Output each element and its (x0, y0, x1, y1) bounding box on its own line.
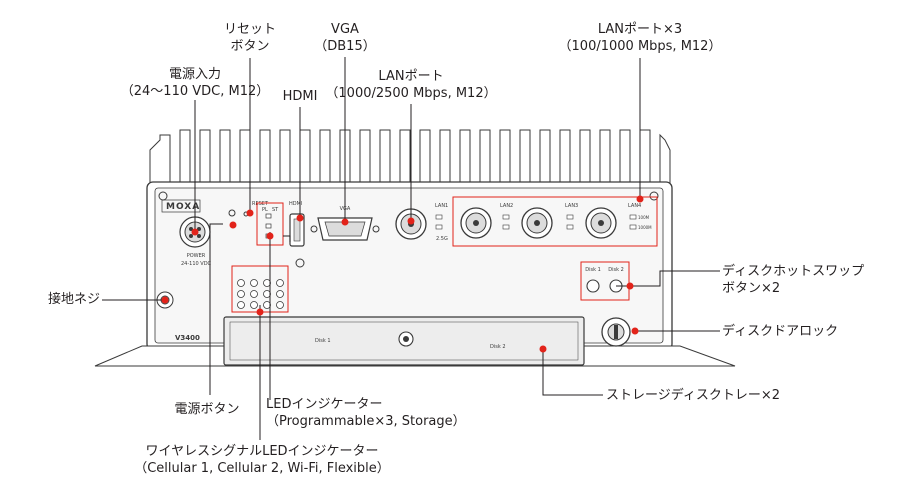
lan2-led (502, 214, 510, 220)
lan4-port (585, 207, 617, 239)
tray-disk1-label: Disk 1 (315, 338, 331, 344)
power-button-callout: 電源ボタン (174, 401, 239, 418)
lan4-led (629, 214, 637, 220)
disk2-button-label: Disk 2 (608, 267, 624, 273)
led-indicators-callout: LEDインジケーター （Programmable×3, Storage） (266, 396, 466, 430)
led-indicators-callout-line2: （Programmable×3, Storage） (266, 414, 466, 429)
power-input-callout-line2: （24～110 VDC, M12） (120, 84, 270, 99)
hdmi-port-inner (293, 218, 301, 242)
lan-port-callout: LANポート （1000/2500 Mbps, M12） (325, 68, 496, 102)
disk1-hotswap-button (586, 279, 600, 293)
corner-screw (649, 191, 659, 201)
lan-ports-highlight-box (452, 196, 658, 247)
heatsink-fins (149, 129, 671, 186)
led-indicators-callout-line1: LEDインジケーター (266, 397, 383, 412)
lan1-led (435, 214, 443, 220)
reset-button-callout-line2: ボタン (230, 39, 270, 54)
power-button-hole (228, 209, 236, 217)
lan4-1000m-label: 1000M (638, 225, 652, 230)
tray-disk2-label: Disk 2 (490, 344, 506, 350)
lan1-led (435, 224, 443, 230)
lan3-led (566, 224, 574, 230)
wireless-leds-callout-line1: ワイヤレスシグナルLEDインジケーター (145, 444, 379, 459)
storage-tray-callout: ストレージディスクトレー×2 (606, 387, 780, 404)
disk-button-box (580, 261, 630, 301)
vga-callout-line1: VGA (331, 22, 359, 37)
power-input-callout: 電源入力 （24～110 VDC, M12） (121, 66, 270, 100)
hdmi-callout-line1: HDMI (282, 89, 318, 104)
lan3-port (521, 207, 553, 239)
lan2-led (502, 224, 510, 230)
vga-callout: VGA （DB15） (314, 21, 375, 55)
lan-port-callout-line2: （1000/2500 Mbps, M12） (325, 86, 497, 101)
wireless-leds-callout-line2: （Cellular 1, Cellular 2, Wi-Fi, Flexible… (134, 461, 390, 476)
callout-dots (161, 195, 644, 353)
power-spec-label: 24-110 VDC (181, 261, 212, 267)
reset-button-callout: リセット ボタン (224, 21, 276, 55)
disk-door-lock-callout-line1: ディスクドアロック (722, 324, 839, 339)
power-button-callout-line1: 電源ボタン (174, 402, 240, 417)
hdmi-port-label: HDMI (289, 201, 302, 207)
callout-lines (102, 57, 720, 440)
lan1-speed-label: 2.5G (436, 236, 448, 242)
wireless-leds-callout: ワイヤレスシグナルLEDインジケーター （Cellular 1, Cellula… (134, 443, 390, 477)
reset-button-callout-line1: リセット (223, 22, 277, 37)
disk-hotswap-callout-line1: ディスクホットスワップ (722, 264, 865, 279)
lan1-label: LAN1 (435, 203, 448, 209)
lan-ports-x3-callout: LANポート×3 （100/1000 Mbps, M12） (559, 21, 722, 55)
disk-hotswap-callout-line2: ボタン×2 (722, 281, 781, 296)
lan3-led (566, 214, 574, 220)
logo-frame (161, 199, 201, 213)
lan4-led (629, 224, 637, 230)
lan4-100m-label: 100M (638, 215, 650, 220)
vga-callout-line2: （DB15） (314, 39, 376, 54)
hdmi-screw (295, 258, 305, 268)
storage-tray-callout-line1: ストレージディスクトレー×2 (606, 388, 780, 403)
disk-door-lock-callout: ディスクドアロック (722, 323, 838, 340)
disk1-button-label: Disk 1 (585, 267, 601, 273)
pl-label: PL (262, 207, 268, 213)
lan2-label: LAN2 (500, 203, 513, 209)
ground-screw-callout: 接地ネジ (48, 291, 100, 308)
lan-ports-x3-callout-line2: （100/1000 Mbps, M12） (558, 39, 722, 54)
wireless-led-grid (237, 279, 284, 309)
disk-hotswap-callout: ディスクホットスワップ ボタン×2 (722, 263, 864, 297)
tray-lock-knob-center (403, 336, 409, 342)
lan3-label: LAN3 (565, 203, 578, 209)
vga-port (310, 217, 380, 241)
model-label: V3400 (175, 334, 200, 342)
lan-ports-x3-callout-line1: LANポート×3 (597, 22, 683, 37)
lan-port-callout-line1: LANポート (378, 69, 444, 84)
reset-label: RESET (252, 201, 269, 207)
power-input-callout-line1: 電源入力 (168, 67, 221, 82)
ground-screw-callout-line1: 接地ネジ (47, 292, 100, 307)
hdmi-callout: HDMI (283, 88, 318, 105)
brand-logo: MOXA (166, 202, 200, 212)
storage-tray-inner (229, 321, 579, 361)
lan4-label: LAN4 (628, 203, 641, 209)
disk-door-lock (601, 317, 631, 347)
st-label: ST (272, 207, 279, 213)
lan2-port (460, 207, 492, 239)
power-port-label: POWER (187, 253, 206, 259)
